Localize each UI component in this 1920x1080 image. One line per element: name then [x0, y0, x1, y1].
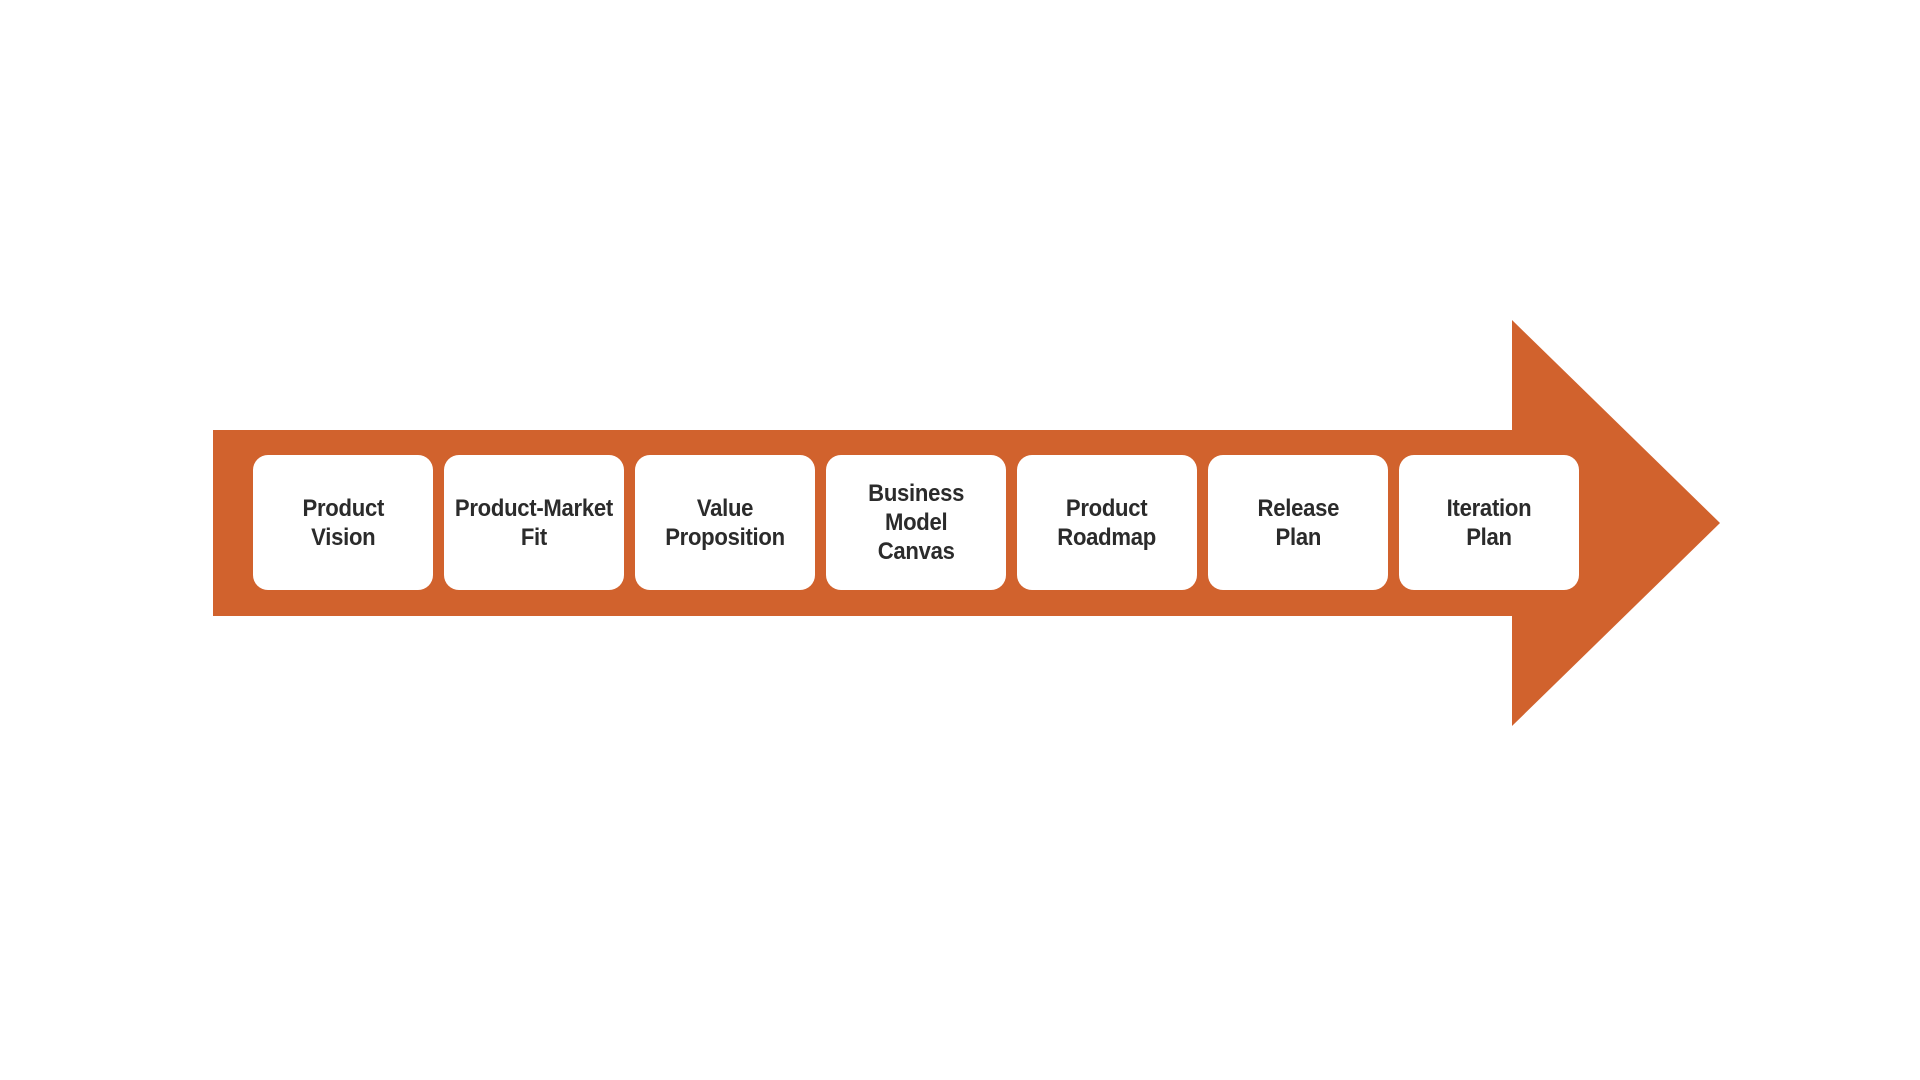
step-box-business-model-canvas: Business Model Canvas: [826, 455, 1006, 590]
step-box-product-roadmap: Product Roadmap: [1017, 455, 1197, 590]
step-label: Product-Market Fit: [454, 494, 614, 551]
process-steps: Product Vision Product-Market Fit Value …: [253, 455, 1579, 590]
step-label: Product Vision: [302, 494, 384, 551]
step-label: Business Model Canvas: [868, 480, 964, 565]
step-label: Release Plan: [1257, 494, 1339, 551]
step-label: Iteration Plan: [1446, 494, 1532, 551]
step-box-iteration-plan: Iteration Plan: [1399, 455, 1579, 590]
step-label: Value Proposition: [665, 494, 785, 551]
step-box-release-plan: Release Plan: [1208, 455, 1388, 590]
step-box-product-vision: Product Vision: [253, 455, 433, 590]
step-box-value-proposition: Value Proposition: [635, 455, 815, 590]
step-label: Product Roadmap: [1057, 494, 1157, 551]
step-box-product-market-fit: Product-Market Fit: [444, 455, 624, 590]
